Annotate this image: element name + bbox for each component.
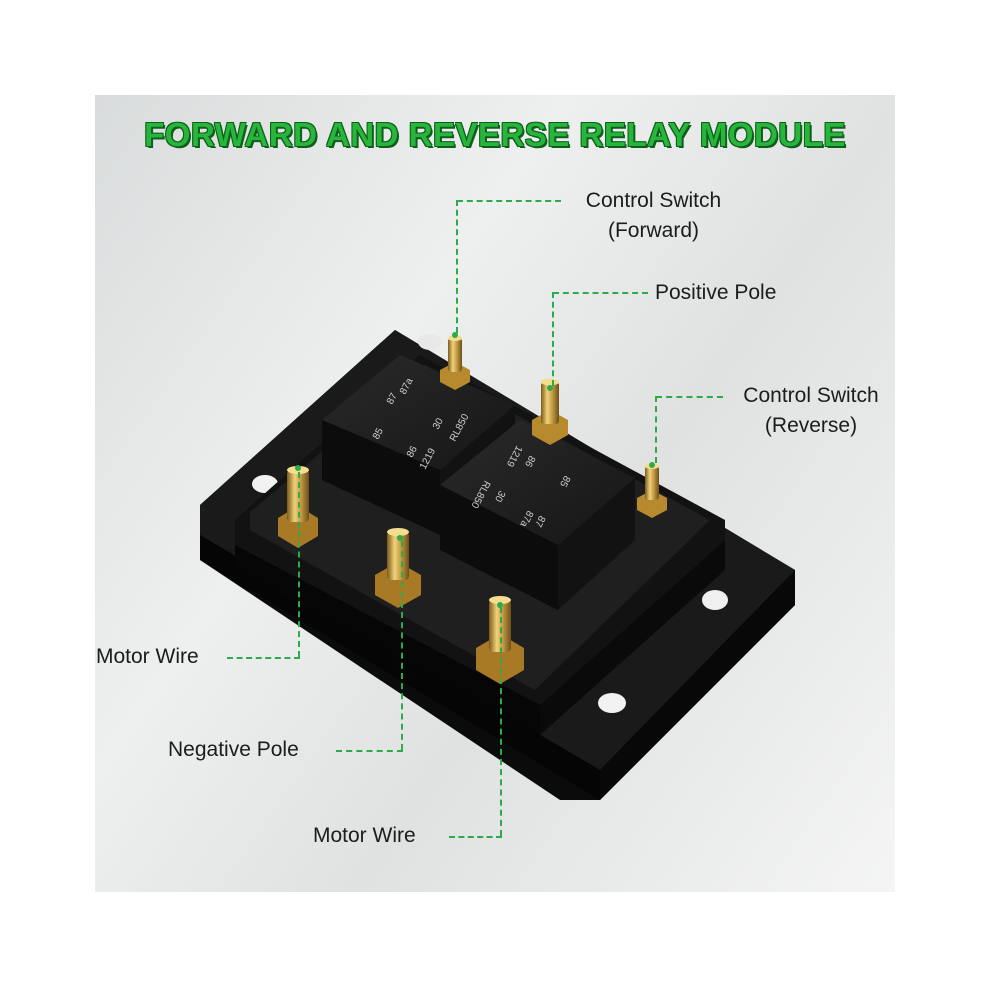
- relay-left-pin-86: 86: [405, 444, 420, 459]
- leader-line-control-forward: [457, 200, 561, 202]
- relay-left-pin-30: 30: [431, 416, 446, 431]
- leader-line-negative-pole: [336, 750, 403, 752]
- leader-line-control-forward-vertical: [456, 200, 458, 333]
- leader-line-motor-wire-bottom: [449, 836, 502, 838]
- page-title: FORWARD AND REVERSE RELAY MODULE: [144, 116, 846, 153]
- indicator-dot: [497, 602, 503, 608]
- relay-right-pin-86: 86: [522, 454, 537, 469]
- leader-line-control-reverse: [656, 396, 723, 398]
- leader-line-negative-pole-vertical: [401, 541, 403, 750]
- leader-line-control-reverse-vertical: [655, 396, 657, 463]
- terminal-positive-pole: [532, 378, 568, 445]
- leader-line-motor-wire-left: [227, 657, 300, 659]
- label-control-reverse-line1: Control Switch: [743, 384, 879, 407]
- indicator-dot: [452, 332, 458, 338]
- terminal-control-reverse: [637, 463, 667, 518]
- leader-line-positive-pole: [553, 292, 648, 294]
- label-positive-pole: Positive Pole: [655, 281, 777, 304]
- leader-line-positive-pole-vertical: [552, 292, 554, 386]
- relay-right-pin-85: 85: [557, 474, 572, 489]
- label-control-switch-reverse: Control Switch (Reverse): [726, 381, 896, 441]
- indicator-dot: [397, 535, 403, 541]
- leader-line-motor-wire-left-vertical: [298, 472, 300, 657]
- label-control-forward-line2: (Forward): [607, 219, 699, 242]
- mounting-hole: [598, 693, 626, 713]
- relay-right: 1219 86 85 30 RL850 87 87a: [440, 420, 635, 610]
- relay-right-pin-87: 87: [532, 514, 547, 529]
- label-control-forward-line1: Control Switch: [585, 189, 722, 212]
- label-control-reverse-line2: (Reverse): [764, 414, 858, 437]
- relay-left-pin-87: 87: [385, 391, 400, 406]
- label-negative-pole: Negative Pole: [168, 738, 299, 761]
- indicator-dots: [295, 332, 655, 608]
- label-motor-wire-bottom: Motor Wire: [313, 824, 416, 847]
- leader-line-motor-wire-bottom-vertical: [500, 607, 502, 836]
- label-control-switch-forward: Control Switch (Forward): [566, 186, 741, 246]
- relay-right-pin-30: 30: [492, 489, 507, 504]
- terminal-negative-pole: [375, 528, 421, 608]
- mounting-hole: [702, 590, 728, 610]
- mounting-hole: [418, 334, 442, 350]
- label-motor-wire-left: Motor Wire: [96, 645, 199, 668]
- relay-left-pin-85: 85: [371, 426, 386, 441]
- indicator-dot: [547, 385, 553, 391]
- indicator-dot: [649, 462, 655, 468]
- indicator-dot: [295, 465, 301, 471]
